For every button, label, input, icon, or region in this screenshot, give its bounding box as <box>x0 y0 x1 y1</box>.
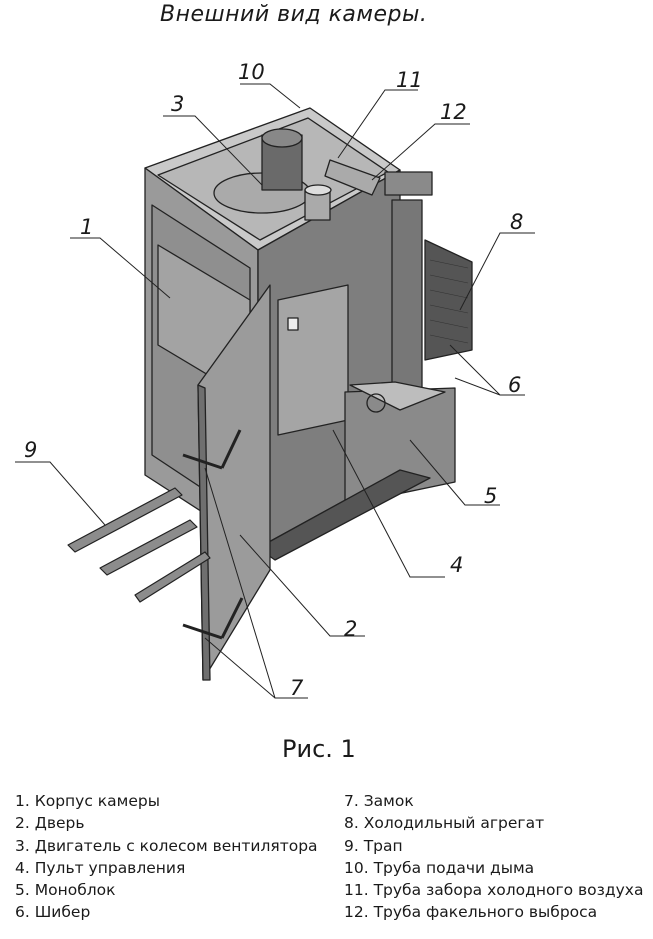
callout-1: 1 <box>80 215 94 239</box>
figure-title: Внешний вид камеры. <box>160 2 428 27</box>
legend-item: 9. Трап <box>344 836 403 855</box>
callout-5: 5 <box>484 484 498 508</box>
callout-11: 11 <box>396 68 423 92</box>
legend-left: 1. Корпус камеры 2. Дверь 3. Двигатель с… <box>15 790 318 924</box>
callout-12: 12 <box>440 100 467 124</box>
leader-7 <box>204 467 308 699</box>
leader-8 <box>459 232 535 311</box>
leader-11 <box>337 89 418 159</box>
control-panel <box>277 284 349 436</box>
ramp <box>67 487 211 603</box>
legend-item: 4. Пульт управления <box>15 858 186 877</box>
leader-9 <box>15 461 106 526</box>
legend-right: 7. Замок 8. Холодильный агрегат 9. Трап … <box>344 790 643 924</box>
smoking-chamber-drawing <box>15 83 535 699</box>
callout-7: 7 <box>290 676 304 700</box>
legend-item: 2. Дверь <box>15 814 85 833</box>
leader-12 <box>371 123 470 181</box>
callout-6: 6 <box>508 373 522 397</box>
refrigeration-unit <box>424 239 473 361</box>
callout-2: 2 <box>344 617 358 641</box>
leader-5 <box>409 439 500 506</box>
callout-4: 4 <box>450 553 464 577</box>
leader-2 <box>239 534 365 637</box>
flare-pipe <box>391 199 423 391</box>
leader-6 <box>449 344 525 396</box>
legend-item: 11. Труба забора холодного воздуха <box>344 881 644 900</box>
legend-item: 10. Труба подачи дыма <box>344 858 535 877</box>
callout-3: 3 <box>171 92 185 116</box>
callout-8: 8 <box>510 210 524 234</box>
leader-10 <box>240 83 301 109</box>
leader-4 <box>332 429 445 578</box>
legend-item: 8. Холодильный агрегат <box>344 814 545 833</box>
figure-caption: Рис. 1 <box>282 735 356 763</box>
leader-1 <box>70 237 171 299</box>
cold-air-pipe <box>324 159 381 196</box>
legend-item: 3. Двигатель с колесом вентилятора <box>15 836 318 855</box>
legend-item: 6. Шибер <box>15 903 91 922</box>
callout-9: 9 <box>24 438 38 462</box>
callout-10: 10 <box>238 60 265 84</box>
legend-item: 7. Замок <box>344 792 414 810</box>
legend-item: 5. Моноблок <box>15 881 116 900</box>
legend-item: 12. Труба факельного выброса <box>344 903 598 922</box>
legend-item: 1. Корпус камеры <box>15 792 160 810</box>
leader-3 <box>163 115 263 186</box>
